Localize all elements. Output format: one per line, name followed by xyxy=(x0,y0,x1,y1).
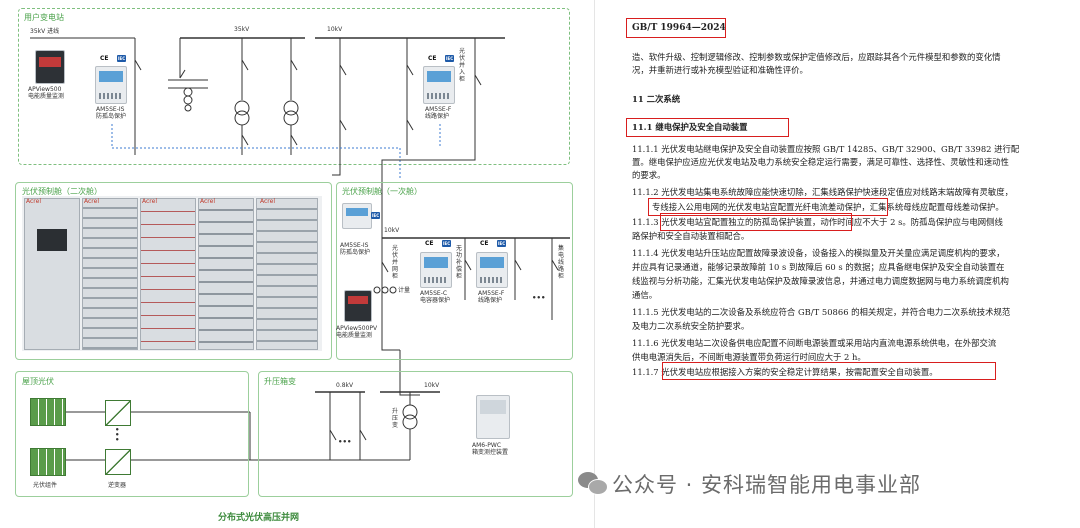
am5se-f-label: AM5SE-F 线路保护 xyxy=(425,106,452,120)
bus-35kv-label: 35kV xyxy=(234,26,250,33)
highlight-standard xyxy=(626,18,726,38)
standard-number: GB/T 19964—2024 xyxy=(632,23,726,33)
am5se-c-label: AM5SE-C 电容器保护 xyxy=(420,290,451,304)
doc-line-1: 造、软件升级、控制逻辑修改、控制参数或保护定值修改后，应跟踪其各个元件模型和参数… xyxy=(632,52,1001,62)
pv-module-icon-2 xyxy=(30,448,66,476)
brand-label-1: Acrel xyxy=(26,198,41,205)
cap-cabinet-label: 无 功 补 偿 柜 xyxy=(456,245,463,280)
doc-line-7: 的要求。 xyxy=(632,170,666,180)
secondary-cabinet-label: 光伏预制舱（二次舱） xyxy=(22,187,102,196)
substation-wiring xyxy=(30,37,570,461)
doc-line-10: 11.1.3 光伏发电站宜配置独立的防孤岛保护装置，动作时间应不大于 2 s。防… xyxy=(632,217,1003,227)
primary-am5se-f-label: AM5SE-F 线路保护 xyxy=(478,290,505,304)
doc-line-20: 11.1.7 光伏发电站应根据接入方案的安全稳定计算结果，按需配置安全自动装置。 xyxy=(632,367,938,377)
am5se-is-device xyxy=(95,66,127,104)
brand-label-5: Acrel xyxy=(260,198,275,205)
secondary-cabinet-box xyxy=(15,182,332,360)
am5se-c-device xyxy=(420,252,452,288)
high-bus-label: 10kV xyxy=(424,382,440,389)
doc-line-15: 通信。 xyxy=(632,290,658,300)
primary-am5se-is-device xyxy=(342,203,372,229)
diagram-panel: 用户变电站 xyxy=(15,8,573,523)
iec-mark-5: IEC xyxy=(497,240,507,247)
pv-module-label: 光伏组件 xyxy=(33,482,58,489)
doc-line-5: 11.1.1 光伏发电站继电保护及安全自动装置应按照 GB/T 14285、GB… xyxy=(632,144,1020,154)
section-heading: 11 二次系统 xyxy=(632,94,681,104)
pv-module-icon-1 xyxy=(30,398,66,426)
substation-box xyxy=(18,8,570,165)
boost-label: 升压箱变 xyxy=(264,377,296,386)
pv-grid-cabinet-label: 光 伏 并 网 柜 xyxy=(392,245,399,280)
boost-box xyxy=(258,371,573,497)
iec-mark-4: IEC xyxy=(442,240,452,247)
inverter-icon-1 xyxy=(105,400,131,426)
ce-mark-2: CE xyxy=(428,55,437,62)
am6-pwc-device xyxy=(476,395,510,439)
iec-mark-3: IEC xyxy=(371,212,381,219)
apview500-device xyxy=(35,50,65,84)
highlight-anti-islanding xyxy=(660,213,852,231)
am5se-is-label: AM5SE-IS 防孤岛保护 xyxy=(96,106,127,120)
rooftop-box xyxy=(15,371,249,497)
ellipsis-boost: ••• xyxy=(338,438,352,446)
rooftop-label: 屋顶光伏 xyxy=(22,377,54,386)
doc-line-6: 置。继电保护应适应光伏发电站及电力系统安全稳定运行需要，满足可靠性、选择性、灵敏… xyxy=(632,157,1009,167)
primary-am5se-is-label: AM5SE-IS 防孤岛保护 xyxy=(340,242,371,256)
low-bus-label: 0.8kV xyxy=(336,382,354,389)
cabinet-row xyxy=(22,196,322,351)
collect-cabinet-label: 集 电 线 路 柜 xyxy=(558,245,565,280)
doc-line-16: 11.1.5 光伏发电站的二次设备及系统应符合 GB/T 50866 的相关规定… xyxy=(632,307,1011,317)
inverter-icon-2 xyxy=(105,449,131,475)
inverter-label: 逆变器 xyxy=(108,482,127,489)
primary-bus-label: 10kV xyxy=(384,227,400,234)
doc-line-9: 专线接入公用电网的光伏发电站宜配置光纤电流差动保护，汇集系统母线应配置母线差动保… xyxy=(652,202,1004,212)
iec-mark-1: IEC xyxy=(117,55,127,62)
highlight-subsection xyxy=(626,118,789,137)
ce-mark-5: CE xyxy=(480,240,489,247)
wechat-icon xyxy=(578,470,608,496)
document-panel xyxy=(594,0,1075,528)
primary-cabinet-box xyxy=(336,182,573,360)
brand-label-4: Acrel xyxy=(200,198,215,205)
doc-line-12: 11.1.4 光伏发电站升压站应配置故障录波设备，设备接入的模拟量及开关量应满足… xyxy=(632,248,1005,258)
am6-pwc-label: AM6-PWC 箱变测控装置 xyxy=(472,442,509,456)
primary-cabinet-label: 光伏预制舱（一次舱） xyxy=(342,187,422,196)
ellipsis-rooftop: ••• xyxy=(115,426,120,444)
meter-label: 计量 xyxy=(398,287,411,294)
brand-label-2: Acrel xyxy=(84,198,99,205)
doc-line-13: 并应具有记录通道，能够记录故障前 10 s 到故障后 60 s 的数据；应具备继… xyxy=(632,262,1005,272)
primary-am5se-f-device xyxy=(476,252,508,288)
apview500pv-device xyxy=(344,290,372,322)
subsection-heading: 11.1 继电保护及安全自动装置 xyxy=(632,122,748,132)
doc-line-17: 及电力二次系统安全防护要求。 xyxy=(632,321,750,331)
highlight-security-device xyxy=(662,362,996,380)
brand-label-3: Acrel xyxy=(142,198,157,205)
doc-line-18: 11.1.6 光伏发电站二次设备供电应配置不间断电源装置或采用站内直流电源系统供… xyxy=(632,338,997,348)
incoming-label: 35kV 进线 xyxy=(30,28,60,35)
bus-10kv-label: 10kV xyxy=(327,26,343,33)
apview500-label: APView500 电能质量监测 xyxy=(28,86,65,100)
doc-line-19: 供电电源消失后，不间断电源装置带负荷运行时间应大于 2 h。 xyxy=(632,352,866,362)
iec-mark-2: IEC xyxy=(445,55,455,62)
ellipsis-primary: ••• xyxy=(532,294,546,302)
highlight-fiber-diff xyxy=(648,198,888,216)
doc-line-14: 线监视与分析功能，汇集光伏发电站保护及故障录波信息，并通过电力调度数据网与电力系… xyxy=(632,276,1009,286)
am5se-f-device xyxy=(423,66,455,104)
diagram-caption: 分布式光伏高压并网 xyxy=(218,513,300,523)
pv-incoming-label: 光 伏 并 入 柜 xyxy=(459,48,466,83)
ce-mark-1: CE xyxy=(100,55,109,62)
ce-mark-4: CE xyxy=(425,240,434,247)
doc-line-11: 路保护和安全自动装置相配合。 xyxy=(632,231,750,241)
doc-line-8: 11.1.2 光伏发电站集电系统故障应能快速切除，汇集线路保护快速段定值应对线路… xyxy=(632,187,1014,197)
transformer-label: 升 压 变 xyxy=(392,408,399,429)
watermark-text: 公众号 · 安科瑞智能用电事业部 xyxy=(612,473,922,497)
doc-line-2: 况，并重新进行或补充模型验证和准确性评价。 xyxy=(632,65,808,75)
substation-label: 用户变电站 xyxy=(24,13,64,22)
apview500pv-label: APView500PV 电能质量监测 xyxy=(336,325,378,339)
